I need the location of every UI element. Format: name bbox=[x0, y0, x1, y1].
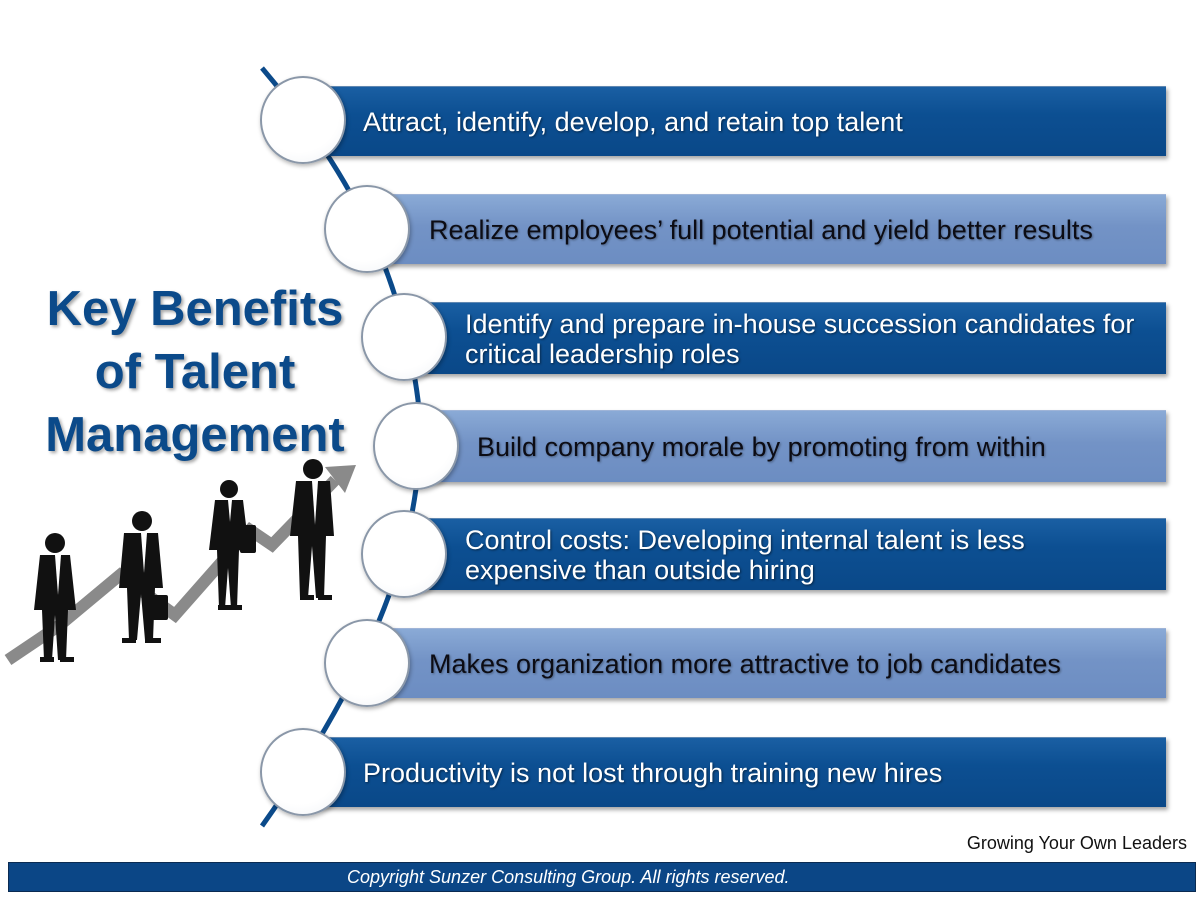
benefit-bar-7: Productivity is not lost through trainin… bbox=[300, 737, 1166, 807]
benefit-bar-2: Realize employees’ full potential and yi… bbox=[365, 194, 1166, 264]
bullet-circle-icon bbox=[260, 728, 346, 816]
bullet-circle-icon bbox=[324, 185, 410, 273]
bullet-circle-icon bbox=[361, 510, 447, 598]
benefit-bar-1: Attract, identify, develop, and retain t… bbox=[300, 86, 1166, 156]
title-line-2: of Talent bbox=[94, 345, 296, 399]
tagline: Growing Your Own Leaders bbox=[966, 833, 1187, 853]
benefit-bar-5: Control costs: Developing internal talen… bbox=[400, 518, 1166, 590]
bullet-circle-icon bbox=[260, 76, 346, 164]
bullet-circle-icon bbox=[373, 402, 459, 490]
benefit-text: Productivity is not lost through trainin… bbox=[363, 757, 943, 788]
benefit-bar-4: Build company morale by promoting from w… bbox=[415, 410, 1166, 482]
title-line-3: Management bbox=[45, 408, 345, 462]
footer-bar: Copyright Sunzer Consulting Group. All r… bbox=[8, 862, 1196, 892]
copyright-text: Copyright Sunzer Consulting Group. All r… bbox=[347, 867, 790, 887]
benefit-text: Makes organization more attractive to jo… bbox=[429, 648, 1061, 679]
bullet-circle-icon bbox=[324, 619, 410, 707]
bullet-circle-icon bbox=[361, 293, 447, 381]
benefit-text: Control costs: Developing internal talen… bbox=[465, 524, 1025, 585]
businesspeople-silhouettes-rising-arrow-icon bbox=[4, 459, 356, 665]
slide-title: Key Benefits of Talent Management bbox=[20, 278, 370, 467]
benefit-bar-6: Makes organization more attractive to jo… bbox=[365, 628, 1166, 698]
benefit-text: Build company morale by promoting from w… bbox=[477, 431, 1046, 462]
benefit-text: Realize employees’ full potential and yi… bbox=[429, 214, 1093, 245]
benefit-text: Attract, identify, develop, and retain t… bbox=[363, 106, 903, 137]
benefit-text: Identify and prepare in-house succession… bbox=[465, 308, 1135, 369]
benefit-bar-3: Identify and prepare in-house succession… bbox=[400, 302, 1166, 374]
title-line-1: Key Benefits bbox=[46, 282, 344, 336]
